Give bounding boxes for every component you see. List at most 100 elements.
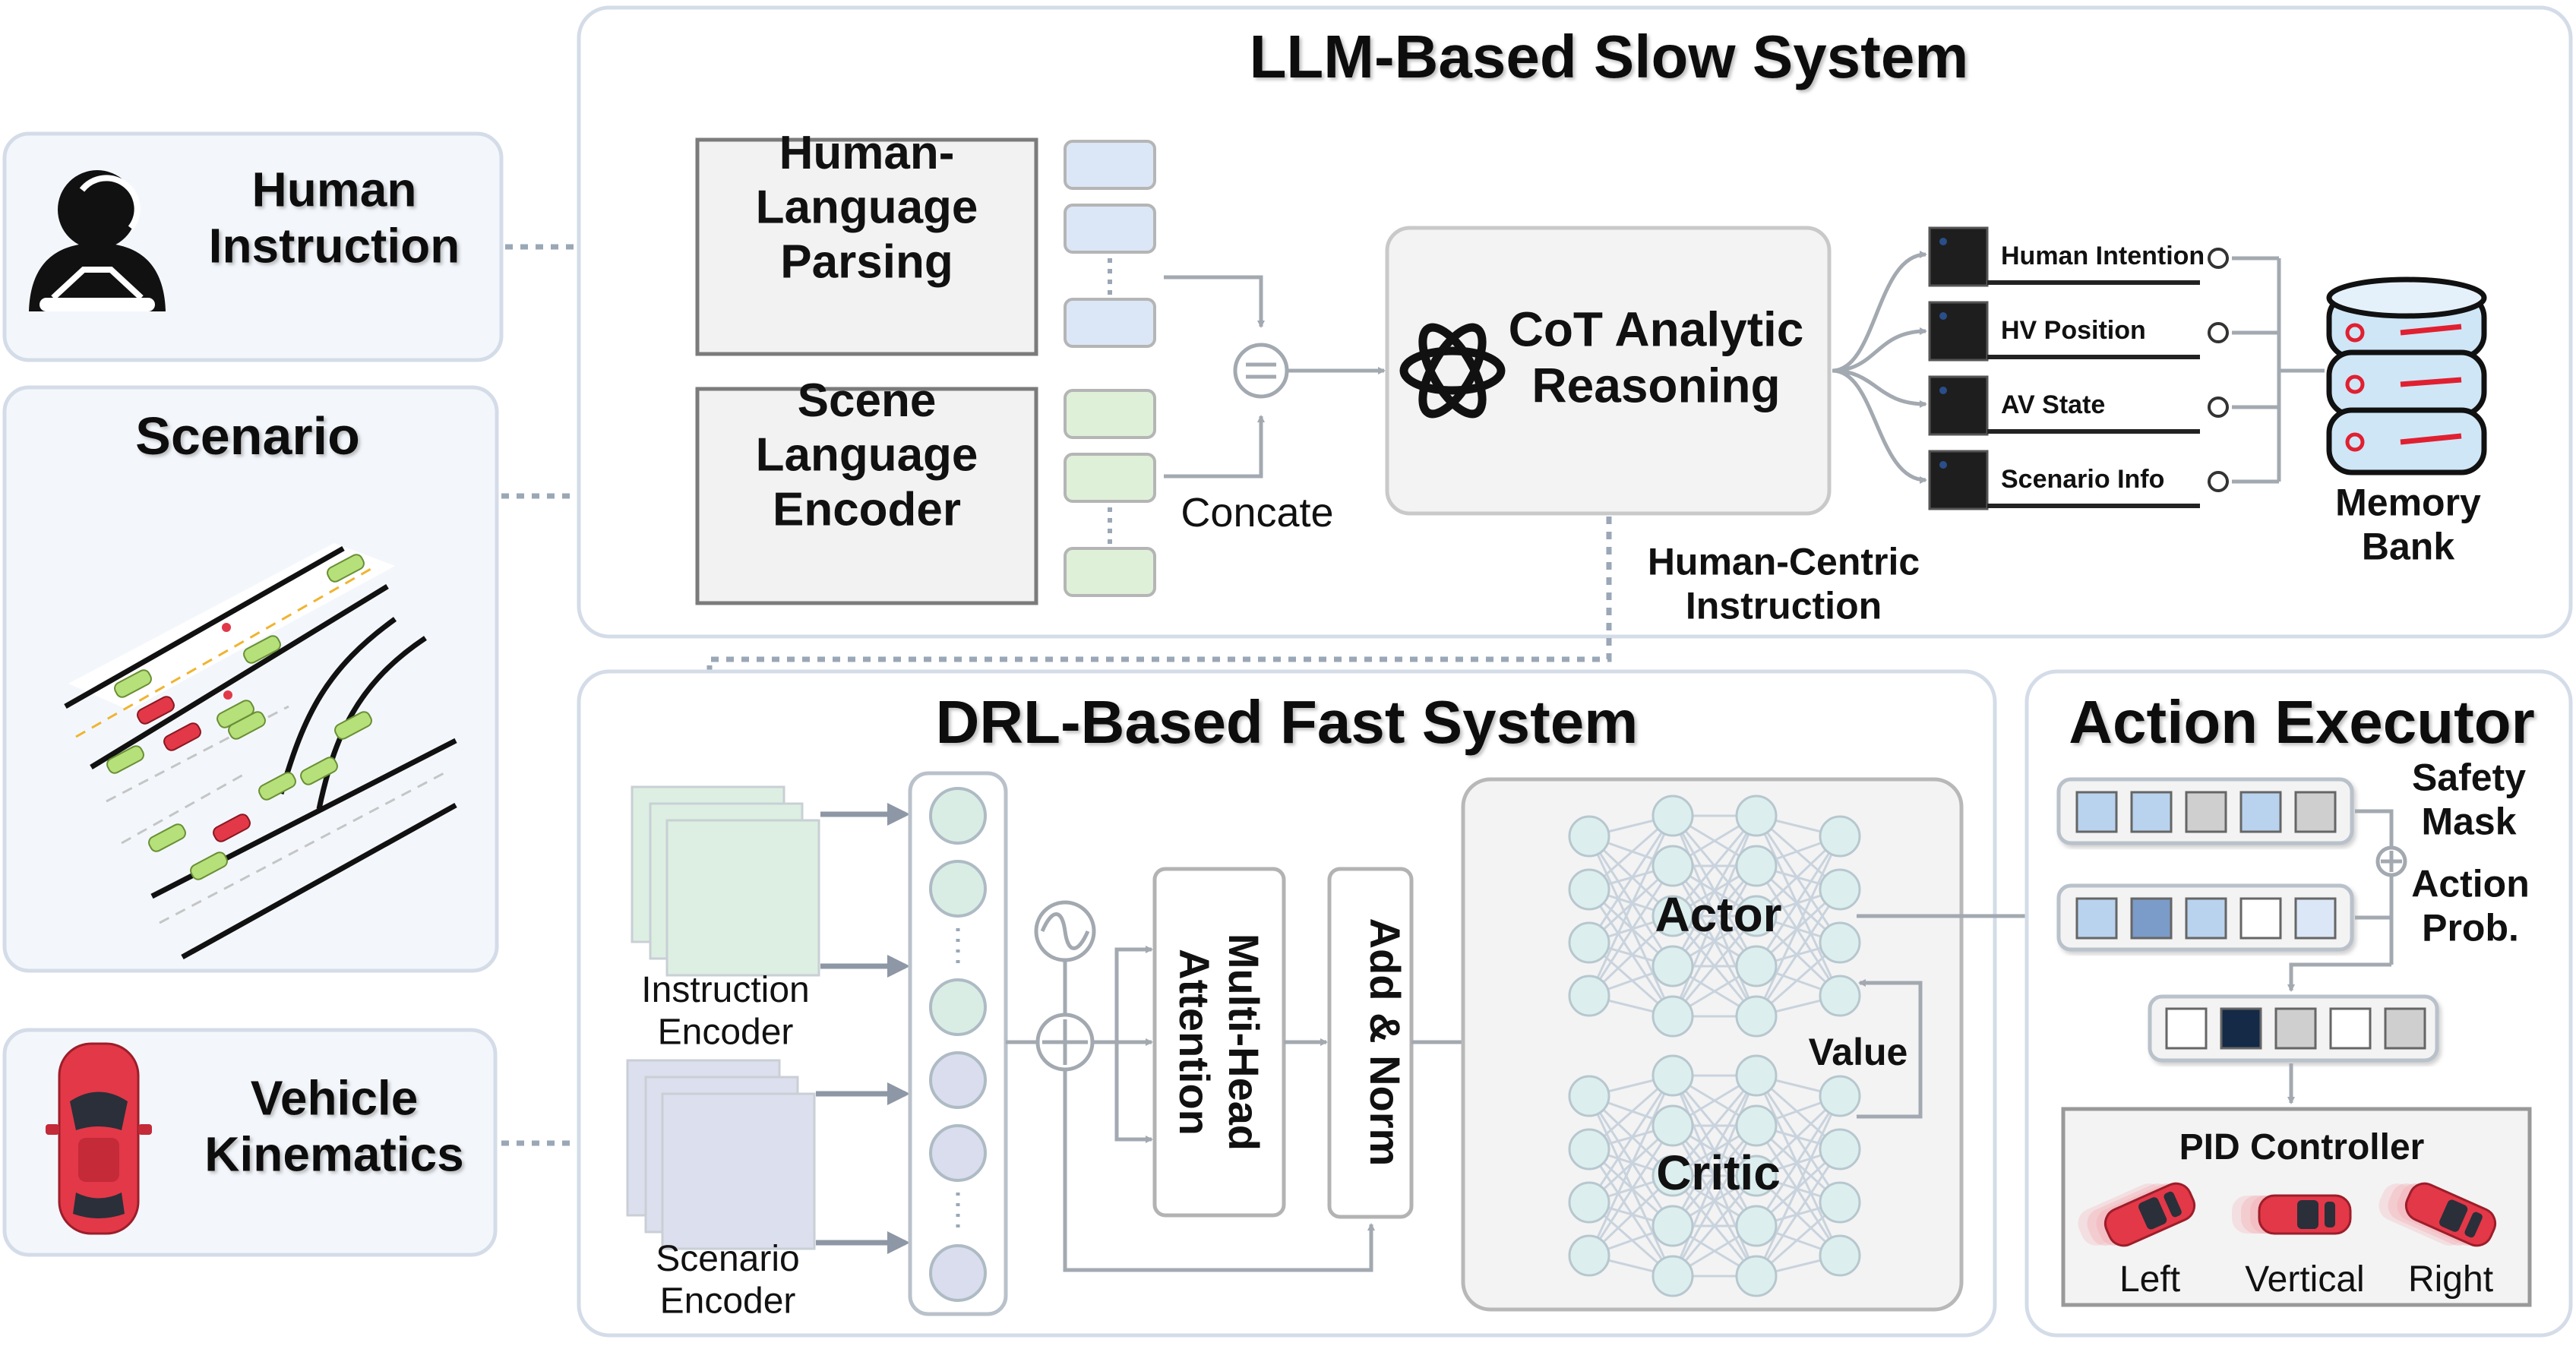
network-neuron bbox=[1735, 895, 1778, 937]
memory-item-label: AV State bbox=[2001, 390, 2105, 419]
network-neuron bbox=[1568, 868, 1610, 911]
network-neuron bbox=[1819, 1075, 1861, 1117]
instruction-encoder-stack bbox=[631, 785, 820, 977]
scenario-panel: Scenario bbox=[2, 385, 499, 973]
network-neuron bbox=[1735, 795, 1778, 837]
network-neuron bbox=[1568, 1234, 1610, 1277]
pid-controller-label: PID Controller bbox=[2179, 1127, 2425, 1167]
network-neuron bbox=[1735, 1255, 1778, 1297]
positional-encoding-icon bbox=[1034, 900, 1096, 1015]
memory-item-port bbox=[2208, 322, 2229, 343]
network-neuron bbox=[1568, 815, 1610, 858]
fast-system-title: DRL-Based Fast System bbox=[936, 688, 1639, 756]
memory-item: AV State bbox=[1928, 375, 2229, 436]
scenario-encoder-stack bbox=[626, 1059, 816, 1250]
network-neuron bbox=[1735, 1155, 1778, 1197]
add-norm-label: Add & Norm bbox=[1361, 918, 1409, 1167]
network-neuron bbox=[1568, 975, 1610, 1017]
network-neuron bbox=[1651, 1255, 1694, 1297]
memory-connector bbox=[2232, 256, 2325, 484]
attention-input-arrows bbox=[1063, 946, 1375, 1272]
red-car-icon bbox=[46, 1042, 152, 1235]
encoder-token-cells bbox=[1064, 389, 1156, 597]
memory-items: Human Intention HV Position AV StateScenar… bbox=[1928, 226, 2229, 510]
sum-node bbox=[1006, 1013, 1095, 1072]
network-neuron bbox=[1568, 1181, 1610, 1224]
network-neuron bbox=[1568, 921, 1610, 964]
steering-label: Right bbox=[2408, 1259, 2493, 1300]
network-neuron bbox=[1651, 1155, 1694, 1197]
highway-scene-illustration bbox=[64, 543, 457, 960]
action-prob-vector bbox=[2056, 883, 2354, 952]
memory-item: Human Intention bbox=[1928, 226, 2229, 287]
memory-item-port bbox=[2208, 471, 2229, 492]
network-neuron bbox=[1819, 868, 1861, 911]
memory-item-port bbox=[2208, 248, 2229, 269]
mask-product-connector bbox=[2287, 809, 2407, 992]
scene-encoder-box bbox=[695, 387, 1038, 605]
actor-network bbox=[1568, 795, 1861, 1038]
action-executor-title: Action Executor bbox=[2069, 688, 2534, 756]
network-neuron bbox=[1651, 1054, 1694, 1097]
network-neuron bbox=[1735, 845, 1778, 887]
scenario-label: Scenario bbox=[135, 406, 360, 466]
network-neuron bbox=[1651, 1205, 1694, 1247]
encoder-to-tokens-arrows bbox=[816, 803, 910, 1254]
memory-item-port bbox=[2208, 396, 2229, 418]
critic-network bbox=[1568, 1054, 1861, 1297]
network-neuron bbox=[1651, 995, 1694, 1038]
cot-to-instruction-encoder-arrow bbox=[698, 517, 1612, 784]
memory-item-label: HV Position bbox=[2001, 316, 2146, 345]
steering-car-icon bbox=[2232, 1194, 2352, 1235]
network-neuron bbox=[1568, 1075, 1610, 1117]
openai-logo-icon bbox=[1399, 323, 1506, 419]
steering-label: Vertical bbox=[2245, 1259, 2364, 1300]
cot-reasoning-box bbox=[1385, 226, 1832, 516]
memory-item-label: Scenario Info bbox=[2001, 465, 2164, 494]
network-neuron bbox=[1735, 1104, 1778, 1147]
network-neuron bbox=[1735, 1205, 1778, 1247]
network-neuron bbox=[1735, 945, 1778, 987]
network-neuron bbox=[1651, 895, 1694, 937]
network-neuron bbox=[1819, 815, 1861, 858]
scene-cars bbox=[106, 554, 372, 880]
steering-labels: Left Vertical Right bbox=[2119, 1259, 2493, 1300]
network-neuron bbox=[1651, 1104, 1694, 1147]
network-neuron bbox=[1819, 1128, 1861, 1171]
network-neuron bbox=[1819, 1181, 1861, 1224]
safety-mask-vector bbox=[2056, 777, 2354, 845]
actor-label: Actor bbox=[1655, 887, 1781, 942]
multi-head-attention-label: Multi-HeadAttention bbox=[1171, 934, 1268, 1151]
critic-label: Critic bbox=[1656, 1145, 1781, 1200]
value-label: Value bbox=[1809, 1031, 1908, 1073]
parsing-token-cells bbox=[1064, 140, 1156, 348]
steering-car-icon bbox=[2078, 1182, 2196, 1247]
network-neuron bbox=[1651, 795, 1694, 837]
network-neuron bbox=[1735, 995, 1778, 1038]
concat-label: Concate bbox=[1181, 490, 1333, 535]
network-neuron bbox=[1651, 945, 1694, 987]
cot-to-memory-curves bbox=[1832, 251, 1927, 484]
steering-label: Left bbox=[2119, 1259, 2180, 1300]
steering-car-icon bbox=[2378, 1182, 2497, 1247]
concat-node bbox=[1164, 275, 1386, 479]
slow-system-title: LLM-Based Slow System bbox=[1250, 23, 1969, 90]
parsing-box bbox=[695, 137, 1038, 356]
memory-item: HV Position bbox=[1928, 301, 2229, 362]
token-sequence-column bbox=[908, 771, 1008, 1316]
database-icon bbox=[2326, 276, 2487, 475]
memory-item-label: Human Intention bbox=[2001, 242, 2205, 270]
